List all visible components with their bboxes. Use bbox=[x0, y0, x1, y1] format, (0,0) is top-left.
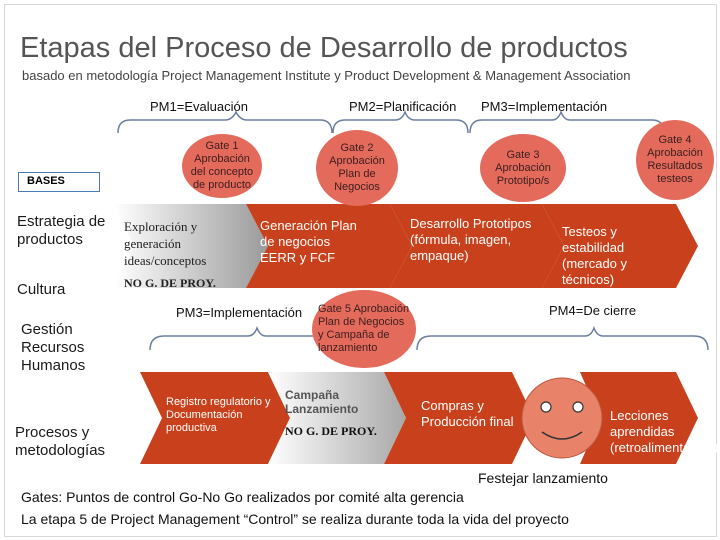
brace-pm3-top bbox=[469, 109, 665, 134]
gate-5: Gate 5 Aprobación Plan de Negocios y Cam… bbox=[312, 290, 416, 368]
arrow-stage8 bbox=[580, 372, 698, 464]
footer-line-1: Gates: Puntos de control Go-No Go realiz… bbox=[21, 489, 464, 505]
bases-item-cultura: Cultura bbox=[17, 281, 66, 298]
arrow-stage4 bbox=[542, 204, 698, 288]
stage-7-text: Compras y Producción final bbox=[421, 398, 514, 429]
gate-2: Gate 2 Aprobación Plan de Negocios bbox=[316, 130, 398, 206]
pm2-label: PM2=Planificación bbox=[349, 99, 457, 114]
arrow-stage6 bbox=[268, 372, 406, 464]
gate-5-label: Gate 5 Aprobación Plan de Negocios y Cam… bbox=[318, 303, 410, 354]
stage-5-text: Registro regulatorio y Documentación pro… bbox=[166, 396, 271, 434]
stage-6-title: Campaña Lanzamiento bbox=[285, 388, 359, 416]
footer-line-2: La etapa 5 de Project Management “Contro… bbox=[21, 511, 569, 527]
bases-item-rrhh: Gestión Recursos Humanos bbox=[21, 321, 86, 374]
pm3-top-label: PM3=Implementación bbox=[481, 99, 608, 114]
stage-2-text: Generación Plan de negocios EERR y FCF bbox=[260, 218, 357, 265]
celebrate-text: Festejar lanzamiento bbox=[478, 470, 608, 486]
arrow-stage1 bbox=[114, 204, 268, 288]
stage-4-text: Testeos y estabilidad (mercado y técnico… bbox=[562, 224, 628, 287]
bases-header: BASES bbox=[18, 172, 100, 192]
stage-6-note: NO G. DE PROY. bbox=[285, 424, 377, 438]
arrow-stage5 bbox=[140, 372, 290, 464]
slide-frame bbox=[4, 4, 717, 537]
gate-4-label: Gate 4 Aprobación Resultados testeos bbox=[647, 134, 703, 185]
bases-item-estrategia: Estrategia de productos bbox=[17, 213, 106, 248]
gate-3-label: Gate 3 Aprobación Prototipo/s bbox=[495, 148, 551, 187]
page-title: Etapas del Proceso de Desarrollo de prod… bbox=[20, 32, 628, 64]
brace-pm1 bbox=[117, 110, 333, 134]
gate-2-label: Gate 2 Aprobación Plan de Negocios bbox=[329, 142, 385, 193]
brace-pm4 bbox=[416, 325, 709, 351]
arrow-stage7 bbox=[384, 372, 534, 464]
stage-8-text: Lecciones aprendidas (retroalimentación) bbox=[610, 408, 719, 455]
bases-item-procesos: Procesos y metodologías bbox=[15, 424, 106, 459]
pm4-label: PM4=De cierre bbox=[549, 303, 637, 318]
gate-1-label: Gate 1 Aprobación del concepto de produc… bbox=[190, 140, 254, 191]
pm1-label: PM1=Evaluación bbox=[150, 99, 248, 114]
gate-4: Gate 4 Aprobación Resultados testeos bbox=[636, 120, 714, 200]
arrow-stage3 bbox=[390, 204, 564, 288]
stage-1-note: NO G. DE PROY. bbox=[124, 276, 216, 290]
pm3-mid-label: PM3=Implementación bbox=[176, 305, 303, 320]
stage-3-text: Desarrollo Prototipos (fórmula, imagen, … bbox=[410, 216, 532, 263]
arrow-stage2 bbox=[246, 204, 412, 288]
page-subtitle: basado en metodología Project Management… bbox=[22, 68, 631, 83]
gate-3: Gate 3 Aprobación Prototipo/s bbox=[480, 134, 566, 202]
smiley-icon bbox=[521, 377, 603, 459]
stage-1-text: Exploración y generación ideas/conceptos bbox=[124, 219, 207, 268]
brace-pm2 bbox=[332, 109, 469, 134]
gate-1: Gate 1 Aprobación del concepto de produc… bbox=[182, 134, 262, 198]
